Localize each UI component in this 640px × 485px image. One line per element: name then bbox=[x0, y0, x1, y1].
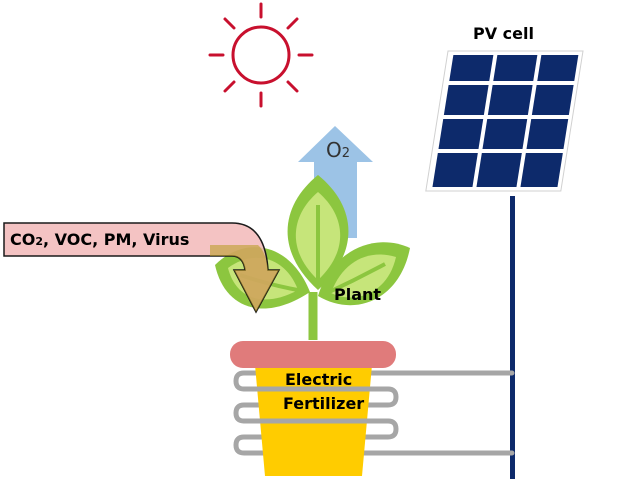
oxygen-subscript: 2 bbox=[342, 146, 350, 161]
electric-coil bbox=[233, 370, 515, 456]
inflow-arrow-tip bbox=[210, 245, 279, 312]
oxygen-symbol: O bbox=[326, 138, 342, 162]
fertilizer-label-line2: Fertilizer bbox=[283, 394, 364, 413]
electric-coil-front bbox=[241, 386, 391, 424]
fertilizer-label-line1: Electric bbox=[285, 370, 352, 389]
inflow-subscript: 2 bbox=[35, 235, 43, 248]
solar-panel-icon bbox=[425, 50, 584, 192]
oxygen-label: O2 bbox=[326, 138, 350, 162]
sun-icon bbox=[208, 2, 314, 108]
inflow-rest: , VOC, PM, Virus bbox=[43, 230, 189, 249]
panel-pole bbox=[510, 196, 515, 479]
inflow-co: CO bbox=[10, 230, 35, 249]
pv-cell-label: PV cell bbox=[473, 24, 534, 43]
plant-label: Plant bbox=[334, 285, 381, 304]
inflow-label: CO2, VOC, PM, Virus bbox=[10, 230, 189, 249]
